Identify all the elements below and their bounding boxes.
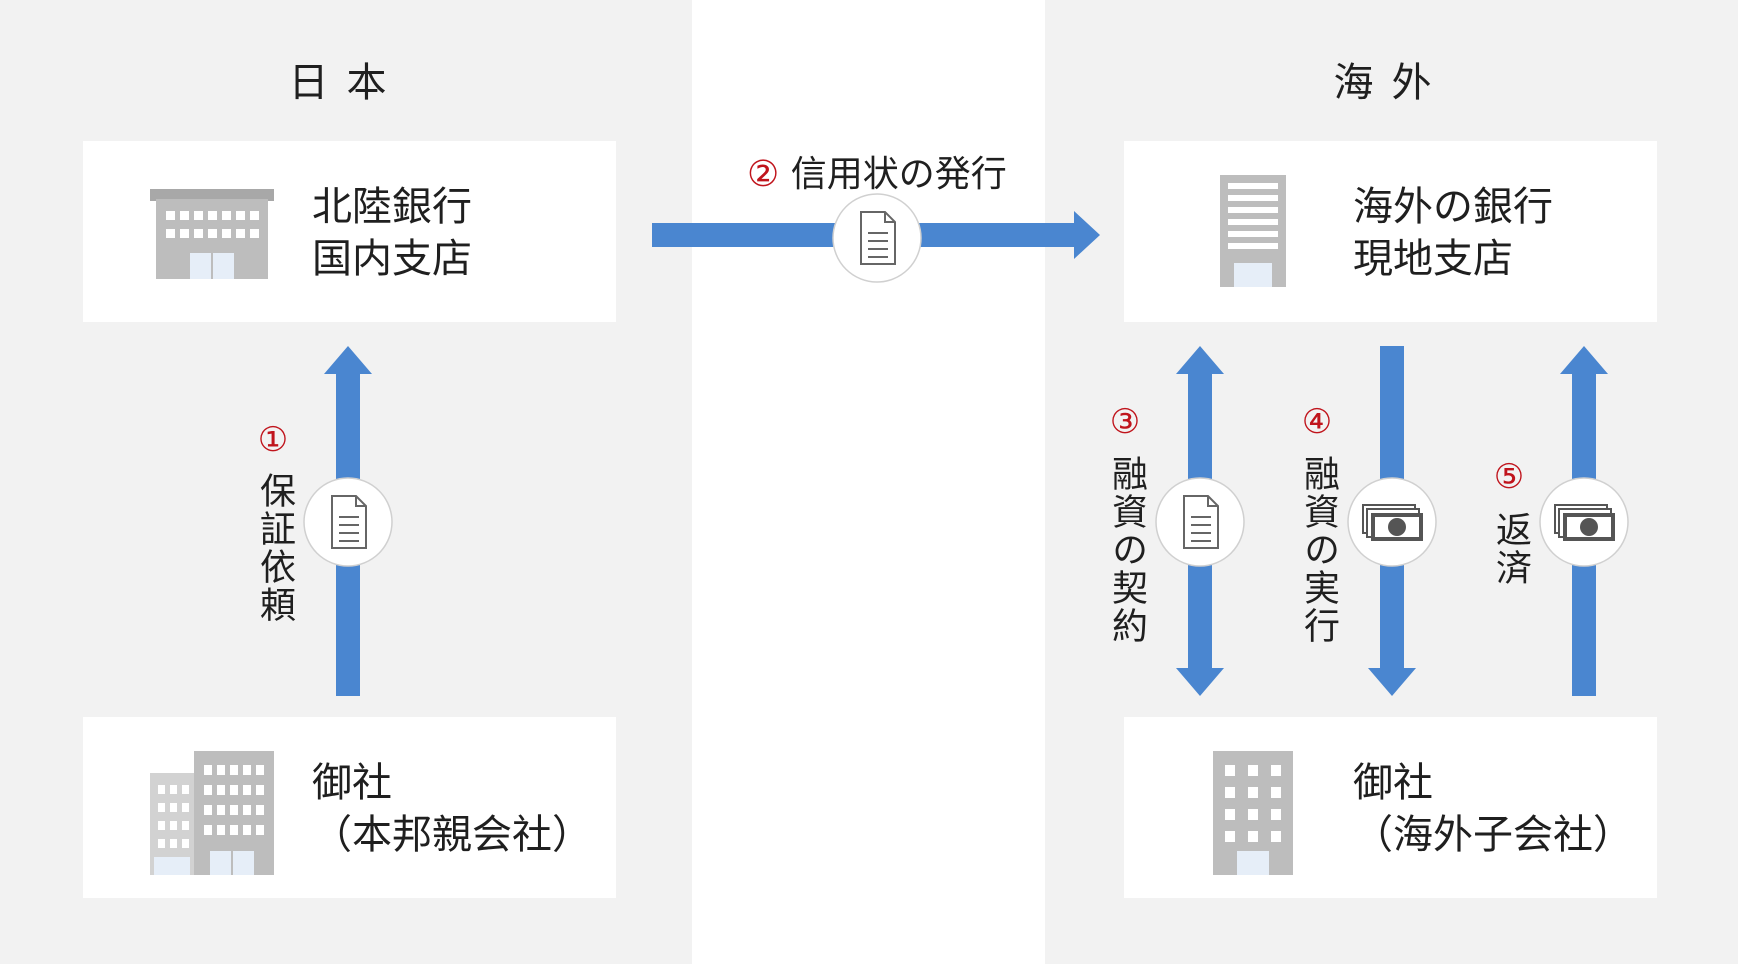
hokuriku-bank-card: 北陸銀行 国内支店: [83, 141, 616, 322]
cash-icon: [1539, 477, 1629, 567]
parent-company-card: 御社 （本邦親会社）: [83, 717, 616, 898]
step-1-number: ①: [257, 420, 289, 460]
document-icon: [832, 193, 922, 283]
subsidiary-type: （海外子会社）: [1353, 812, 1633, 858]
step-2-label: 信用状の発行: [790, 154, 1007, 195]
tower-building-icon: [1220, 175, 1286, 287]
hokuriku-bank-branch: 国内支店: [312, 236, 472, 282]
step-2-number: ②: [747, 154, 780, 195]
subsidiary-card: 御社 （海外子会社）: [1124, 717, 1657, 898]
parent-company-type: （本邦親会社）: [312, 812, 592, 858]
document-icon: [303, 477, 393, 567]
hokuriku-bank-name: 北陸銀行: [312, 184, 472, 230]
step-3-label: 融資の契約: [1106, 455, 1147, 645]
overseas-title: 海外: [1333, 60, 1450, 106]
overseas-bank-branch: 現地支店: [1353, 236, 1513, 282]
step-4-number: ④: [1301, 402, 1333, 442]
cash-icon: [1347, 477, 1437, 567]
overseas-bank-card: 海外の銀行 現地支店: [1124, 141, 1657, 322]
step-4-label: 融資の実行: [1298, 455, 1339, 645]
document-icon: [1155, 477, 1245, 567]
japan-title: 日本: [288, 60, 405, 106]
step-5-label: 返済: [1490, 511, 1531, 587]
subsidiary-name: 御社: [1353, 760, 1433, 806]
step-5-number: ⑤: [1493, 457, 1525, 497]
step-1-label: 保証依頼: [254, 472, 295, 624]
office-building-icon: [1213, 751, 1293, 875]
overseas-bank-name: 海外の銀行: [1353, 184, 1553, 230]
step-3-number: ③: [1109, 402, 1141, 442]
office-buildings-icon: [150, 751, 274, 875]
parent-company-name: 御社: [312, 760, 392, 806]
bank-building-icon: [150, 189, 274, 279]
